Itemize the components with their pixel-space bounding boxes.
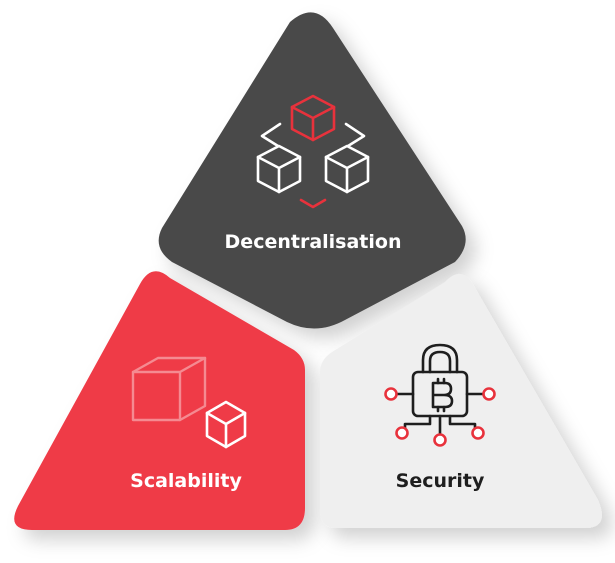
decentralisation-triangle (158, 12, 466, 329)
decentralisation-segment: Decentralisation (158, 12, 466, 329)
scalability-segment: Scalability (14, 271, 306, 530)
security-label: Security (396, 470, 485, 492)
bitcoin-padlock-icon (395, 343, 485, 436)
scaling-cubes-icon (131, 356, 247, 449)
decentralized-blocks-icon (256, 94, 370, 209)
security-segment: Security (320, 273, 602, 528)
scalability-triangle (14, 271, 306, 530)
circuit-node-dots (384, 387, 496, 447)
scalability-label: Scalability (130, 470, 242, 492)
decentralisation-label: Decentralisation (225, 231, 402, 253)
security-triangle (320, 273, 602, 528)
